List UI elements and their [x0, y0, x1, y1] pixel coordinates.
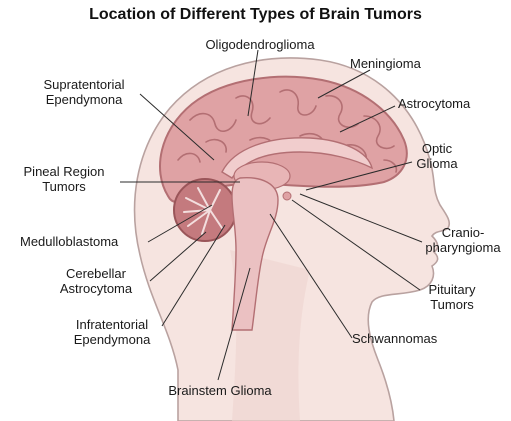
- label-oligodendroglioma: Oligodendroglioma: [150, 37, 370, 52]
- label-infratentorial-ependymona: Infratentorial Ependymona: [56, 317, 168, 347]
- label-optic-glioma: Optic Glioma: [408, 141, 466, 171]
- label-supratentorial-ependymona: Supratentorial Ependymona: [24, 77, 144, 107]
- label-meningioma: Meningioma: [350, 56, 421, 71]
- label-craniopharyngioma: Cranio- pharyngioma: [418, 225, 508, 255]
- label-pituitary-tumors: Pituitary Tumors: [412, 282, 492, 312]
- label-medulloblastoma: Medulloblastoma: [20, 234, 118, 249]
- label-schwannomas: Schwannomas: [352, 331, 437, 346]
- label-astrocytoma: Astrocytoma: [398, 96, 470, 111]
- label-brainstem-glioma: Brainstem Glioma: [150, 383, 290, 398]
- pituitary: [283, 192, 291, 200]
- label-pineal-region-tumors: Pineal Region Tumors: [8, 164, 120, 194]
- label-cerebellar-astrocytoma: Cerebellar Astrocytoma: [40, 266, 152, 296]
